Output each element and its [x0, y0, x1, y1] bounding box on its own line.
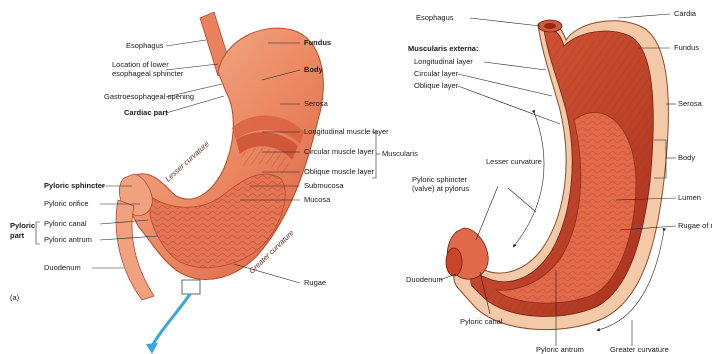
right-pyloric-antrum-label: Pyloric antrum [536, 345, 584, 354]
left-pyloric-part-label-1: Pyloric [10, 221, 35, 230]
left-lesser-curvature-label: Lesser curvature [163, 139, 211, 183]
left-lower-sphincter-label-1: Location of lower [112, 60, 169, 69]
right-cardia-label: Cardia [674, 9, 697, 18]
left-circular-label: Circular muscle layer [304, 147, 375, 156]
left-serosa-label: Serosa [304, 99, 329, 108]
left-pyloric-part-label-2: part [10, 231, 25, 240]
blue-arrow-icon [152, 294, 190, 346]
right-rugae-label: Rugae of m [678, 221, 712, 230]
right-longitudinal-label: Longitudinal layer [414, 57, 473, 66]
left-oblique-label: Oblique muscle layer [304, 167, 375, 176]
right-lumen-label: Lumen [678, 193, 701, 202]
left-pyloric-antrum-label: Pyloric antrum [44, 235, 92, 244]
right-body-label: Body [678, 153, 695, 162]
right-pyloric-canal-label: Pyloric canal [460, 317, 503, 326]
left-fundus-label: Fundus [304, 38, 331, 47]
right-pyloric-sphincter-label-2: (valve) at pylorus [412, 184, 469, 193]
magnify-box [182, 280, 200, 294]
right-serosa-label: Serosa [678, 99, 703, 108]
right-fundus-label: Fundus [674, 43, 699, 52]
right-pyloric-sphincter-label-1: Pyloric sphincter [412, 175, 468, 184]
left-body-label: Body [304, 65, 324, 74]
right-circular-label: Circular layer [414, 69, 459, 78]
right-duodenum-opening [446, 248, 462, 276]
left-pyloric-sphincter-label: Pyloric sphincter [44, 181, 105, 190]
left-esophagus-label: Esophagus [126, 41, 164, 50]
left-duodenum-label: Duodenum [44, 263, 81, 272]
right-esophagus-label: Esophagus [416, 13, 454, 22]
panel-letter-a: (a) [10, 293, 20, 302]
left-muscularis-label: Muscularis [382, 149, 418, 158]
right-duodenum-label: Duodenum [406, 275, 443, 284]
right-muscularis-externa-label: Muscularis externa: [408, 44, 478, 53]
left-gastroesophageal-opening-label: Gastroesophageal opening [104, 92, 194, 101]
left-rugae-label: Rugae [304, 278, 326, 287]
left-lower-sphincter-label-2: esophageal sphincter [112, 69, 184, 78]
left-longitudinal-label: Longitudinal muscle layer [304, 127, 389, 136]
right-lesser-curvature-arrow-icon [514, 112, 544, 246]
right-stomach-drawing [446, 20, 668, 330]
right-oblique-label: Oblique layer [414, 81, 459, 90]
left-pyloric-orifice-label: Pyloric orifice [44, 199, 89, 208]
left-submucosa-label: Submucosa [304, 181, 344, 190]
right-greater-curvature-label: Greater curvature [610, 345, 669, 354]
left-pyloric-canal-label: Pyloric canal [44, 219, 87, 228]
left-mucosa-label: Mucosa [304, 195, 331, 204]
right-lesser-curvature-label: Lesser curvature [486, 157, 542, 166]
left-cardiac-part-label: Cardiac part [124, 108, 168, 117]
